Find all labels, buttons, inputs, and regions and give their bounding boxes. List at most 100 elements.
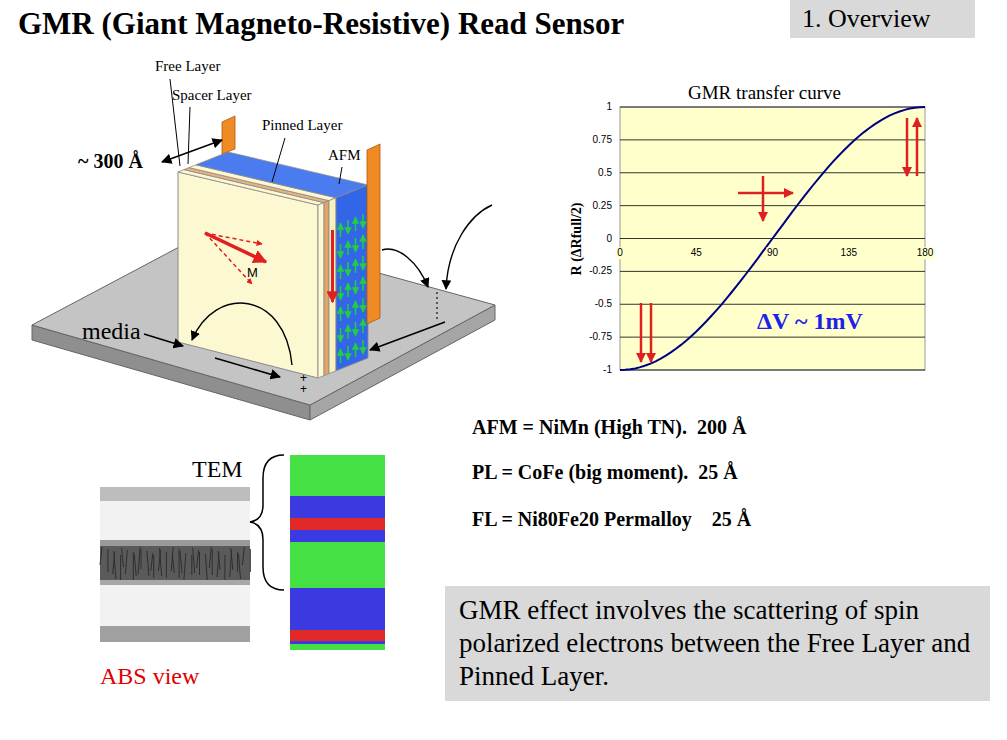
layer-label: Spacer Layer — [172, 87, 252, 104]
illustration-part — [205, 233, 252, 284]
spin-arrow — [340, 328, 342, 342]
illustration-part — [100, 547, 250, 584]
illustration-part — [100, 546, 250, 580]
spin-arrow — [347, 283, 349, 297]
dimension-label: ~ 300 Å — [78, 150, 143, 173]
grain — [237, 552, 238, 572]
illustration-part — [650, 303, 653, 362]
spin-arrow — [340, 286, 342, 300]
material-spec: PL = CoFe (big moment). 25 Å — [472, 461, 738, 484]
magnetization-arrows — [205, 230, 333, 302]
spin-arrow — [362, 256, 364, 270]
tem-image — [100, 487, 250, 642]
spin-arrow — [362, 277, 364, 291]
grain — [193, 548, 195, 573]
grain — [197, 550, 199, 568]
spin-arrow — [340, 223, 342, 237]
grain — [166, 552, 167, 578]
free-layer — [318, 203, 324, 378]
illustration-part — [620, 107, 925, 370]
part-label: media — [82, 318, 141, 346]
grid-line — [620, 304, 925, 305]
illustration-part — [906, 118, 909, 176]
spin-arrow — [355, 322, 357, 336]
illustration-part — [100, 580, 250, 585]
illustration-part — [290, 588, 385, 644]
spin-arrow — [362, 235, 364, 249]
illustration-part — [192, 303, 292, 365]
grain — [120, 555, 121, 581]
illustration-part — [100, 540, 250, 546]
grid-line — [620, 337, 925, 338]
y-tick: -1 — [602, 364, 613, 376]
eels-map — [290, 455, 385, 650]
spin-arrow — [355, 259, 357, 273]
spin-arrow — [362, 214, 364, 228]
y-tick: 0.5 — [597, 167, 613, 179]
illustration-part — [916, 118, 919, 176]
y-tick: 1 — [605, 101, 613, 113]
y-tick: 0 — [605, 233, 613, 245]
y-tick: 0.75 — [592, 134, 613, 146]
grain — [134, 554, 136, 576]
x-tick: 90 — [766, 247, 779, 259]
grain — [125, 550, 127, 574]
spin-arrow — [340, 265, 342, 279]
grain — [141, 549, 142, 569]
image-caption: ABS view — [100, 663, 199, 691]
lead — [222, 116, 235, 154]
y-tick: 0.25 — [592, 200, 613, 212]
spin-arrow — [355, 280, 357, 294]
grain — [242, 547, 244, 565]
illustration-part — [370, 322, 445, 350]
image-label: TEM — [192, 456, 243, 484]
illustration-part — [144, 334, 183, 346]
grain — [151, 553, 153, 571]
box-text: 1. Overview — [802, 3, 963, 34]
grain — [250, 549, 251, 572]
grain — [209, 547, 211, 568]
box-text: GMR effect involves the scattering of sp… — [459, 594, 976, 693]
grain — [212, 549, 213, 575]
layer-label: Free Layer — [155, 58, 220, 75]
afm-layer — [336, 185, 368, 371]
grain — [100, 547, 102, 565]
note-box: GMR effect involves the scattering of sp… — [445, 586, 990, 701]
illustration-part — [178, 172, 318, 378]
spin-arrow — [347, 325, 349, 339]
grain — [224, 555, 225, 584]
spin-arrow — [362, 319, 364, 333]
illustration-part — [100, 487, 250, 501]
illustration-part — [738, 192, 793, 195]
material-spec: AFM = NiMn (High TN). 200 Å — [472, 416, 746, 439]
x-tick: 135 — [839, 247, 858, 259]
illustration-part — [188, 107, 190, 164]
grain — [113, 553, 115, 574]
illustration-part — [331, 230, 334, 302]
illustration-part — [272, 138, 285, 182]
grid-line — [620, 271, 925, 272]
grain — [122, 548, 124, 567]
vector-label: M — [247, 266, 258, 281]
y-tick: -0.75 — [588, 331, 613, 343]
grain — [159, 550, 161, 571]
illustration-part — [205, 233, 266, 262]
spin-arrow — [362, 298, 364, 312]
signal-note: ΔV ~ 1mV — [757, 308, 863, 336]
grain — [153, 555, 154, 578]
grain — [171, 547, 173, 571]
grain — [230, 550, 232, 577]
spin-arrow — [347, 304, 349, 318]
illustration-part — [100, 487, 250, 642]
spin-arrow — [355, 301, 357, 315]
illustration-part — [446, 205, 492, 289]
illustration-part — [382, 249, 428, 287]
grain — [205, 554, 207, 582]
grain — [147, 551, 149, 576]
illustration-part — [162, 140, 222, 162]
spin-arrow — [362, 340, 364, 354]
grain — [138, 547, 140, 574]
spin-arrow — [355, 217, 357, 231]
lead — [367, 144, 380, 324]
